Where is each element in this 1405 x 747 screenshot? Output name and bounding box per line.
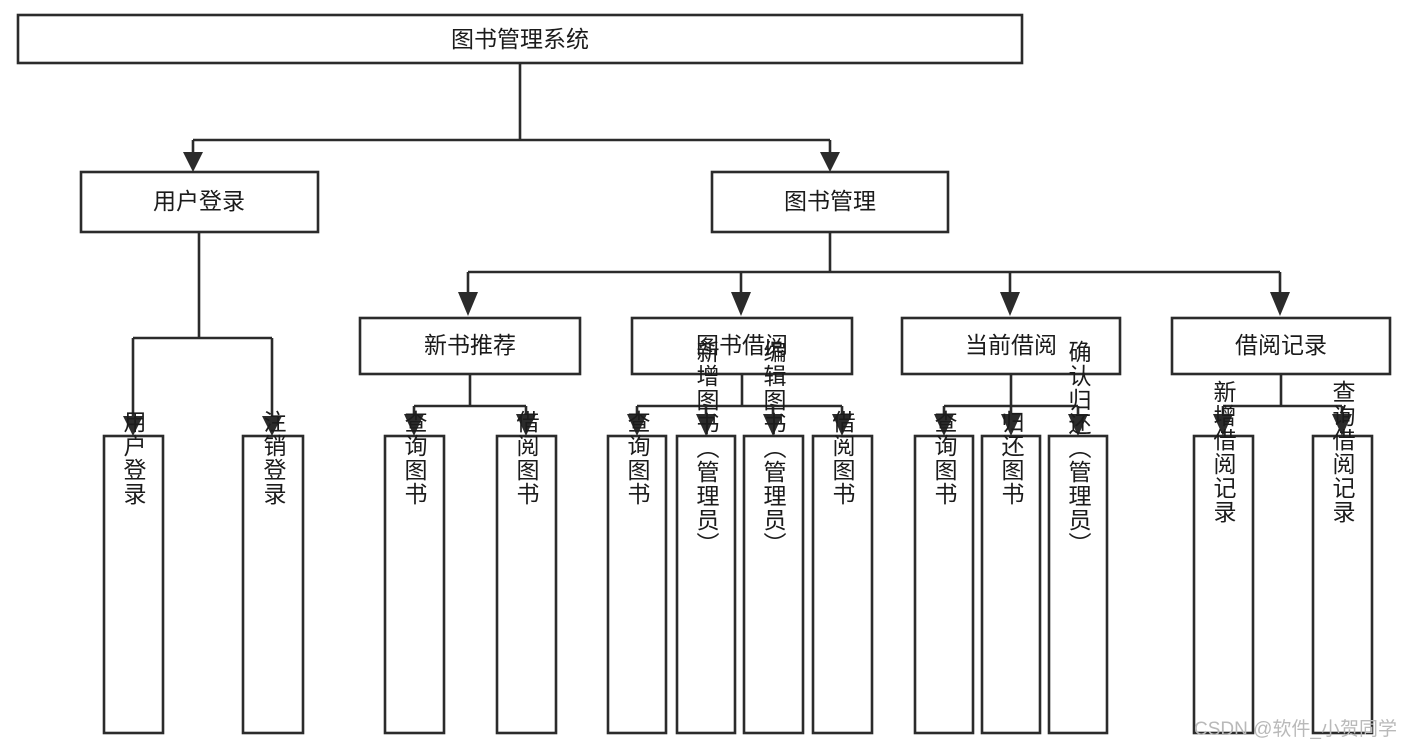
leaf-query-book-2[interactable]: 查询图书 xyxy=(606,410,668,735)
leaf-user-login[interactable]: 用户登录 xyxy=(102,410,165,735)
node-new-book-recommend-box xyxy=(358,316,582,376)
node-book-borrow-label: 图书借阅 xyxy=(696,332,788,358)
node-borrow-record-label: 借阅记录 xyxy=(1235,332,1327,358)
leaf-return-book-box xyxy=(980,434,1042,735)
node-root-label: 图书管理系统 xyxy=(451,26,589,52)
leaf-user-login-label: 用户登录 xyxy=(120,410,147,506)
leaf-user-logout-label: 注销登录 xyxy=(260,410,287,506)
leaf-confirm-return[interactable]: 确认归还（管理员） xyxy=(1047,340,1109,735)
leaf-edit-book-box xyxy=(742,434,805,735)
edge-book-borrow-to-leaves xyxy=(627,374,852,436)
leaf-return-book-label: 归还图书 xyxy=(998,410,1025,506)
node-root[interactable]: 图书管理系统 xyxy=(16,13,1024,65)
leaf-query-book-1[interactable]: 查询图书 xyxy=(383,410,446,735)
node-book-borrow[interactable]: 图书借阅 xyxy=(630,316,854,376)
leaf-borrow-book-1[interactable]: 借阅图书 xyxy=(495,410,558,735)
leaf-add-book-box xyxy=(675,434,737,735)
leaf-borrow-book-1-box xyxy=(495,434,558,735)
leaf-borrow-book-2[interactable]: 借阅图书 xyxy=(811,410,874,735)
node-borrow-record-box xyxy=(1170,316,1392,376)
leaf-borrow-book-2-label: 借阅图书 xyxy=(829,410,856,506)
edge-user-login-to-leaves xyxy=(123,232,282,436)
edge-root-to-level2 xyxy=(183,63,840,172)
node-user-login-label: 用户登录 xyxy=(153,188,245,214)
leaf-edit-book-label: 编辑图书（管理员） xyxy=(760,340,787,556)
node-current-borrow-label: 当前借阅 xyxy=(965,332,1057,358)
leaf-add-book-label: 新增图书（管理员） xyxy=(693,340,720,556)
leaf-edit-book[interactable]: 编辑图书（管理员） xyxy=(742,340,805,735)
leaf-confirm-return-box xyxy=(1047,434,1109,735)
node-new-book-recommend-label: 新书推荐 xyxy=(424,332,516,358)
node-user-login[interactable]: 用户登录 xyxy=(79,170,320,234)
node-borrow-record[interactable]: 借阅记录 xyxy=(1170,316,1392,376)
leaf-query-book-1-box xyxy=(383,434,446,735)
leaf-add-record-label: 新增借阅记录 xyxy=(1210,380,1237,524)
leaf-query-book-3-box xyxy=(913,434,975,735)
leaf-query-record-label: 查询借阅记录 xyxy=(1329,380,1356,524)
node-user-login-box xyxy=(79,170,320,234)
node-book-manage[interactable]: 图书管理 xyxy=(710,170,950,234)
leaf-confirm-return-label: 确认归还（管理员） xyxy=(1065,340,1092,556)
edge-new-book-recommend-to-leaves xyxy=(404,374,536,436)
leaf-query-record-box xyxy=(1311,434,1374,735)
leaf-query-book-3[interactable]: 查询图书 xyxy=(913,410,975,735)
leaf-query-book-1-label: 查询图书 xyxy=(401,410,428,506)
edge-current-borrow-to-leaves xyxy=(934,374,1088,436)
edge-borrow-record-to-leaves xyxy=(1213,374,1352,436)
leaf-user-logout-box xyxy=(241,434,305,735)
node-root-box xyxy=(16,13,1024,65)
leaf-query-record[interactable]: 查询借阅记录 xyxy=(1311,380,1374,735)
edge-book-manage-to-level3 xyxy=(458,232,1290,316)
leaf-add-book[interactable]: 新增图书（管理员） xyxy=(675,340,737,735)
leaf-query-book-3-label: 查询图书 xyxy=(931,410,958,506)
leaf-add-record[interactable]: 新增借阅记录 xyxy=(1192,380,1255,735)
leaf-query-book-2-label: 查询图书 xyxy=(624,410,651,506)
leaf-query-book-2-box xyxy=(606,434,668,735)
node-book-manage-label: 图书管理 xyxy=(784,188,876,214)
leaf-borrow-book-2-box xyxy=(811,434,874,735)
leaf-add-record-box xyxy=(1192,434,1255,735)
leaf-user-login-box xyxy=(102,434,165,735)
leaf-user-logout[interactable]: 注销登录 xyxy=(241,410,305,735)
leaf-return-book[interactable]: 归还图书 xyxy=(980,410,1042,735)
node-new-book-recommend[interactable]: 新书推荐 xyxy=(358,316,582,376)
leaf-borrow-book-1-label: 借阅图书 xyxy=(513,410,540,506)
